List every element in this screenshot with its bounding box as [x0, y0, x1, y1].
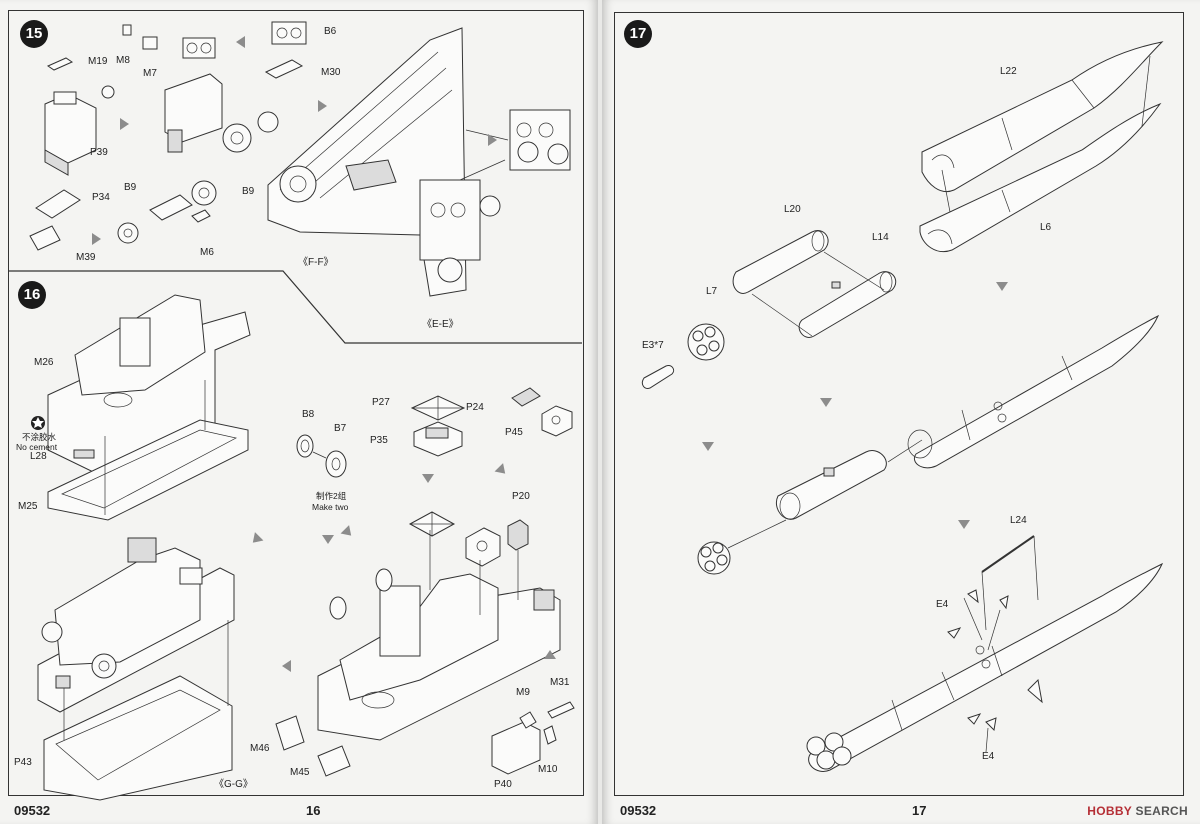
page-number: 16: [306, 803, 321, 818]
arrow-icon: [702, 442, 714, 451]
part-label: P39: [90, 147, 108, 158]
page-frame: [614, 12, 1184, 796]
part-label: P35: [370, 435, 388, 446]
arrow-icon: [120, 118, 129, 130]
arrow-icon: [322, 535, 334, 544]
arrow-icon: [92, 233, 101, 245]
part-label: B8: [302, 409, 315, 420]
step15-illustration: [29, 21, 571, 297]
part-label: M7: [143, 68, 157, 79]
arrow-icon: [488, 134, 497, 146]
part-label: M26: [34, 357, 54, 368]
watermark-brand: HOBBY: [1087, 804, 1132, 818]
kit-code: 09532: [620, 803, 657, 818]
part-label: P20: [512, 491, 530, 502]
part-label: E4: [936, 599, 949, 610]
part-label: L20: [784, 204, 801, 215]
arrow-icon: [996, 282, 1008, 291]
arrow-icon: [820, 398, 832, 407]
arrow-icon: [422, 474, 434, 483]
part-label: M10: [538, 764, 558, 775]
part-label: P34: [92, 192, 110, 203]
part-label: L28: [30, 451, 47, 462]
part-label: B9: [242, 186, 255, 197]
step-number-15: 15: [20, 20, 48, 48]
part-label: M30: [321, 67, 341, 78]
page-frame: [8, 10, 584, 796]
part-label: E3*7: [642, 340, 664, 351]
step17-illustration: [641, 41, 1164, 772]
right-page: 17: [602, 0, 1200, 824]
watermark: HOBBY SEARCH: [1087, 804, 1188, 818]
part-label: L6: [1040, 222, 1052, 233]
part-label: M8: [116, 55, 130, 66]
part-label: L24: [1010, 515, 1027, 526]
part-label: E4: [982, 751, 995, 762]
part-label: B7: [334, 423, 347, 434]
view-label: 《G-G》: [214, 779, 253, 790]
part-label: M31: [550, 677, 570, 688]
part-label: M19: [88, 56, 108, 67]
left-page: 15 16: [0, 0, 598, 824]
part-label: P24: [466, 402, 484, 413]
step16-illustration: [31, 294, 575, 801]
arrow-icon: [544, 650, 556, 659]
step-number-16: 16: [18, 281, 46, 309]
kit-code: 09532: [14, 803, 51, 818]
step-number-17: 17: [624, 20, 652, 48]
part-label: L7: [706, 286, 718, 297]
view-label: 《E-E》: [422, 319, 459, 330]
part-label: M46: [250, 743, 270, 754]
make-two-en: Make two: [312, 502, 349, 512]
part-label: M9: [516, 687, 530, 698]
part-label: M45: [290, 767, 310, 778]
no-cement-cn: 不涂胶水: [22, 432, 57, 442]
make-two-cn: 制作2组: [316, 491, 347, 501]
part-label: P45: [505, 427, 523, 438]
watermark-brand2: SEARCH: [1135, 804, 1188, 818]
arrow-icon: [318, 100, 327, 112]
part-label: L22: [1000, 66, 1017, 77]
part-label: P43: [14, 757, 32, 768]
part-label: M39: [76, 252, 96, 263]
arrow-icon: [236, 36, 245, 48]
step-divider: [9, 270, 582, 344]
part-label: M6: [200, 247, 214, 258]
no-cement-en: No cement: [16, 442, 58, 452]
part-label: P27: [372, 397, 390, 408]
part-label: B6: [324, 26, 337, 37]
part-label: M25: [18, 501, 38, 512]
arrow-icon: [282, 660, 291, 672]
arrow-icon: [958, 520, 970, 529]
view-label: 《F-F》: [298, 257, 334, 268]
part-label: L14: [872, 232, 889, 243]
part-label: B9: [124, 182, 137, 193]
page-number: 17: [912, 803, 927, 818]
part-label: P40: [494, 779, 512, 790]
